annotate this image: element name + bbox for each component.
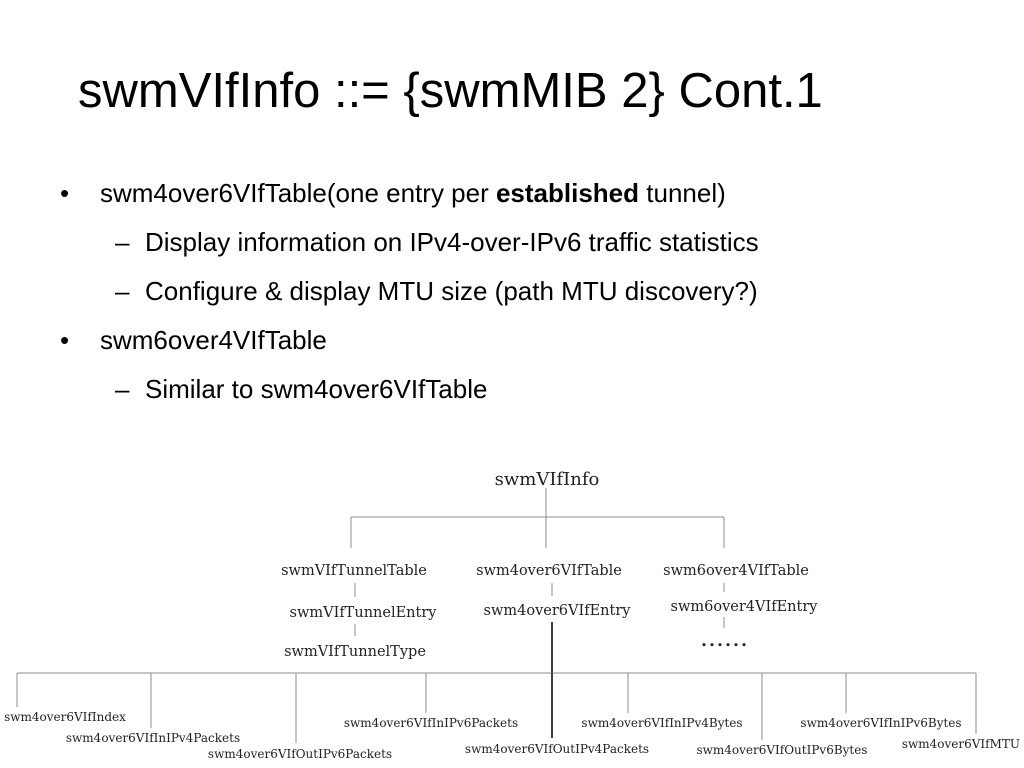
sub-bullet-text: Similar to swm4over6VIfTable	[145, 374, 488, 404]
table-node-label: swmVIfTunnelTable	[281, 563, 427, 579]
column-node-label: swm4over6VIfOutIPv4Packets	[465, 742, 649, 756]
sub-bullet-item: – Similar to swm4over6VIfTable	[115, 374, 488, 404]
entry-node-label: swm6over4VIfEntry	[671, 599, 819, 615]
column-node-label: swm4over6VIfIndex	[4, 710, 126, 724]
bullet-item: • swm4over6VIfTable(one entry per establ…	[60, 178, 726, 208]
column-node-label: swm4over6VIfInIPv4Packets	[66, 731, 240, 745]
sub-bullet-text: Display information on IPv4-over-IPv6 tr…	[145, 227, 759, 257]
column-node-label: swm4over6VIfInIPv4Bytes	[581, 716, 742, 730]
column-node-label: swm4over6VIfInIPv6Packets	[344, 716, 518, 730]
bullet-marker: •	[60, 325, 70, 355]
sub-bullet-text: Configure & display MTU size (path MTU d…	[145, 276, 758, 306]
sub-bullet-item: – Configure & display MTU size (path MTU…	[115, 276, 758, 306]
bullet-text: tunnel)	[639, 178, 726, 208]
column-node-label: swm4over6VIfInIPv6Bytes	[800, 716, 961, 730]
sub-bullet-item: – Display information on IPv4-over-IPv6 …	[115, 227, 759, 257]
root-node-label: swmVIfInfo	[495, 469, 600, 490]
type-node-label: swmVIfTunnelType	[284, 644, 426, 660]
sub-bullet-marker: –	[115, 374, 130, 404]
entry-node-label: swm4over6VIfEntry	[484, 603, 632, 619]
bullet-text: swm4over6VIfTable(one entry per	[100, 178, 496, 208]
more-ellipsis: ……	[700, 624, 748, 652]
column-node-label: swm4over6VIfOutIPv6Packets	[208, 747, 392, 761]
table-node-label: swm4over6VIfTable	[476, 563, 622, 579]
sub-bullet-marker: –	[115, 276, 130, 306]
column-node-label: swm4over6VIfOutIPv6Bytes	[696, 743, 867, 757]
sub-bullet-marker: –	[115, 227, 130, 257]
table-node-label: swm6over4VIfTable	[663, 563, 809, 579]
bullet-text: swm6over4VIfTable	[100, 325, 327, 355]
entry-node-label: swmVIfTunnelEntry	[290, 605, 438, 621]
bullet-marker: •	[60, 178, 70, 208]
slide-title: swmVIfInfo ::= {swmMIB 2} Cont.1	[78, 64, 823, 118]
column-node-label: swm4over6VIfMTU	[902, 737, 1020, 751]
bullet-item: • swm6over4VIfTable	[60, 325, 327, 355]
bullet-text-bold: established	[495, 178, 640, 208]
